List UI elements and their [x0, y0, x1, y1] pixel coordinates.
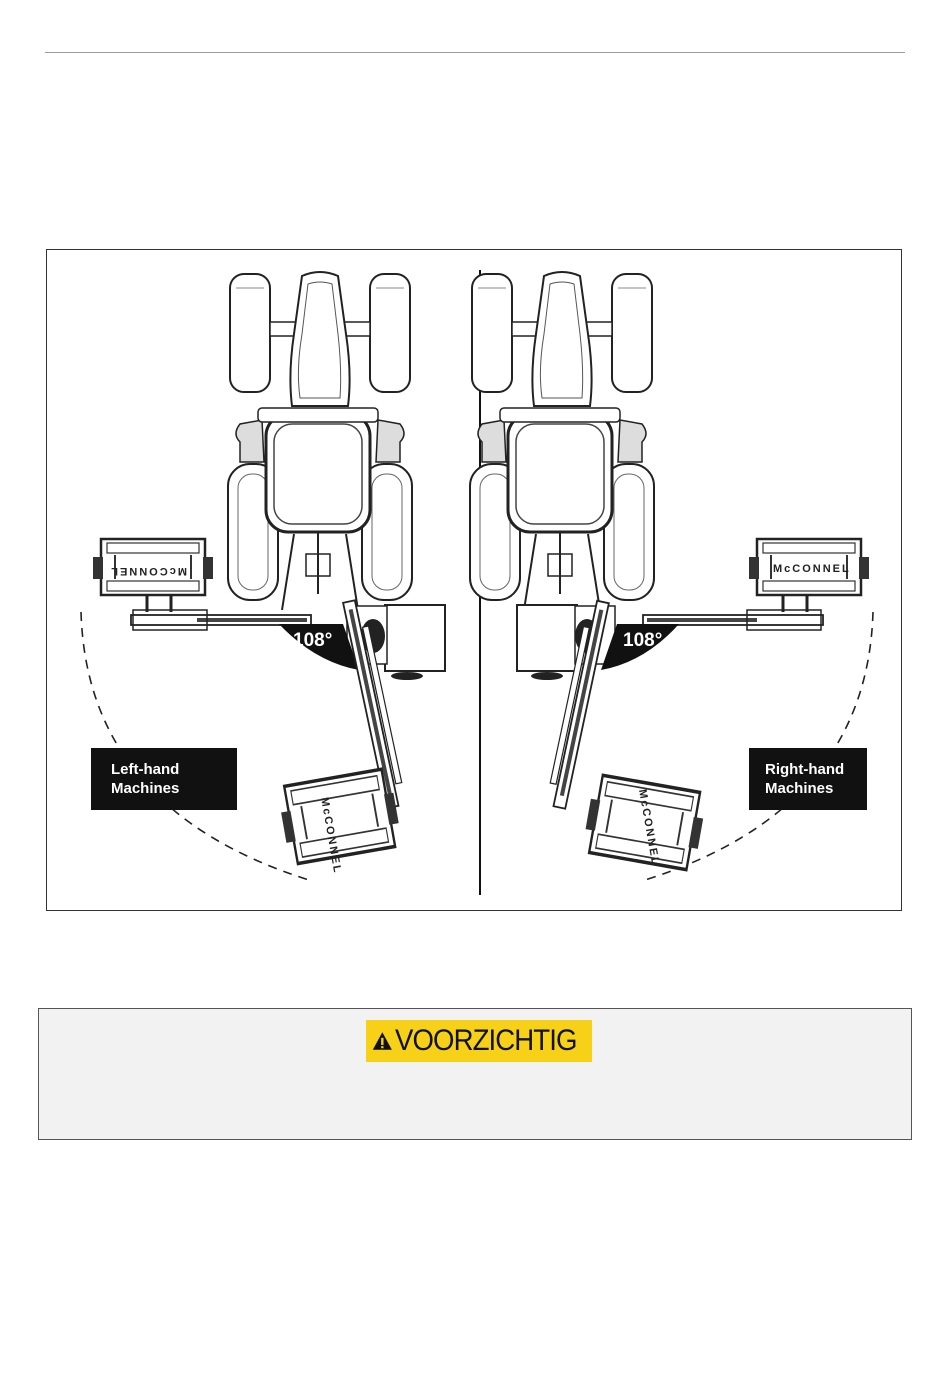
arm-rotation-figure: 108° McCONNEL McCONNEL — [46, 249, 902, 911]
left-brand-mark: McCONNEL — [109, 565, 187, 577]
left-angle-label: 108° — [293, 630, 332, 651]
right-label-line-1: Right-hand — [765, 760, 867, 779]
warning-triangle-icon — [372, 1029, 393, 1053]
header-rule — [45, 52, 905, 53]
left-label-line-2: Machines — [111, 779, 237, 798]
left-hand-machines-label: Left-hand Machines — [91, 748, 237, 810]
right-angle-label: 108° — [623, 630, 662, 651]
right-brand-mark: McCONNEL — [773, 563, 851, 575]
right-label-line-2: Machines — [765, 779, 867, 798]
right-hand-machines-label: Right-hand Machines — [749, 748, 867, 810]
left-label-line-1: Left-hand — [111, 760, 237, 779]
caution-badge: VOORZICHTIG — [366, 1020, 592, 1062]
caution-notice: VOORZICHTIG — [38, 1008, 912, 1140]
figure-drawing: 108° McCONNEL McCONNEL — [47, 250, 903, 912]
caution-label: VOORZICHTIG — [395, 1024, 577, 1058]
